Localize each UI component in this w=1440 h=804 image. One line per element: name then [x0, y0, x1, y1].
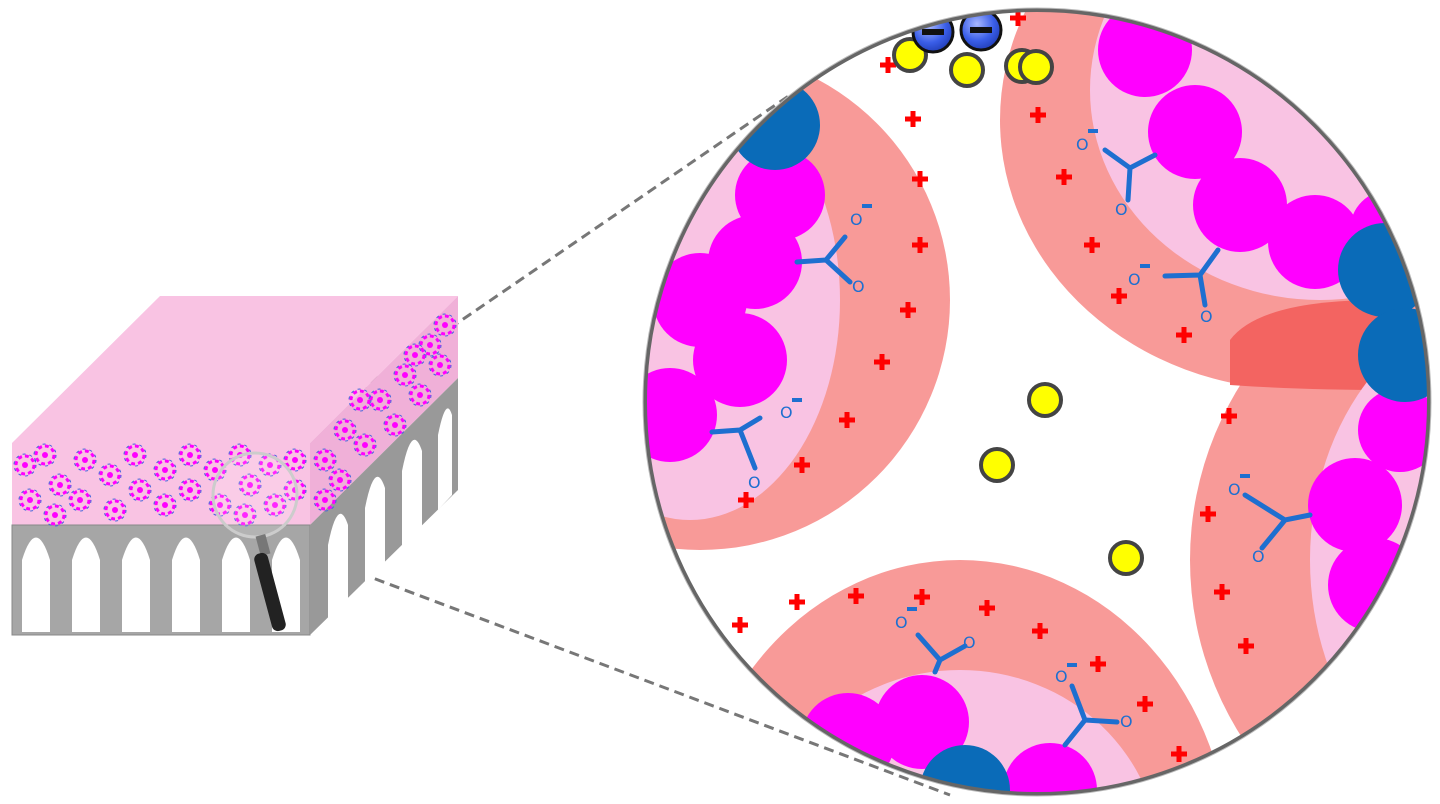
magnifier-outline [643, 8, 1431, 796]
svg-text:O: O [1128, 270, 1141, 289]
svg-text:O: O [1076, 135, 1089, 154]
neutral-molecules [892, 37, 1144, 576]
carboxyl-labels: O O O O O O O O O O O O O O [748, 135, 1265, 731]
membrane-block [11, 296, 458, 636]
svg-text:O: O [963, 633, 976, 652]
carboxyl-groups [709, 147, 1313, 748]
svg-text:O: O [852, 277, 865, 296]
carboxyl-charges [792, 129, 1250, 667]
magnified-nanochannel: O O O O O O O O O O O O O O [645, 10, 1429, 794]
magnifier-icon [211, 451, 299, 632]
svg-text:O: O [1200, 307, 1213, 326]
svg-text:O: O [1055, 667, 1068, 686]
svg-text:O: O [895, 613, 908, 632]
svg-text:O: O [748, 473, 761, 492]
svg-text:O: O [1252, 547, 1265, 566]
svg-text:O: O [780, 403, 793, 422]
svg-text:O: O [1115, 200, 1128, 219]
svg-text:O: O [850, 210, 863, 229]
svg-text:O: O [1120, 712, 1133, 731]
zoom-line-top [264, 93, 791, 457]
svg-text:O: O [1228, 480, 1241, 499]
zoom-line-bottom [284, 543, 951, 797]
